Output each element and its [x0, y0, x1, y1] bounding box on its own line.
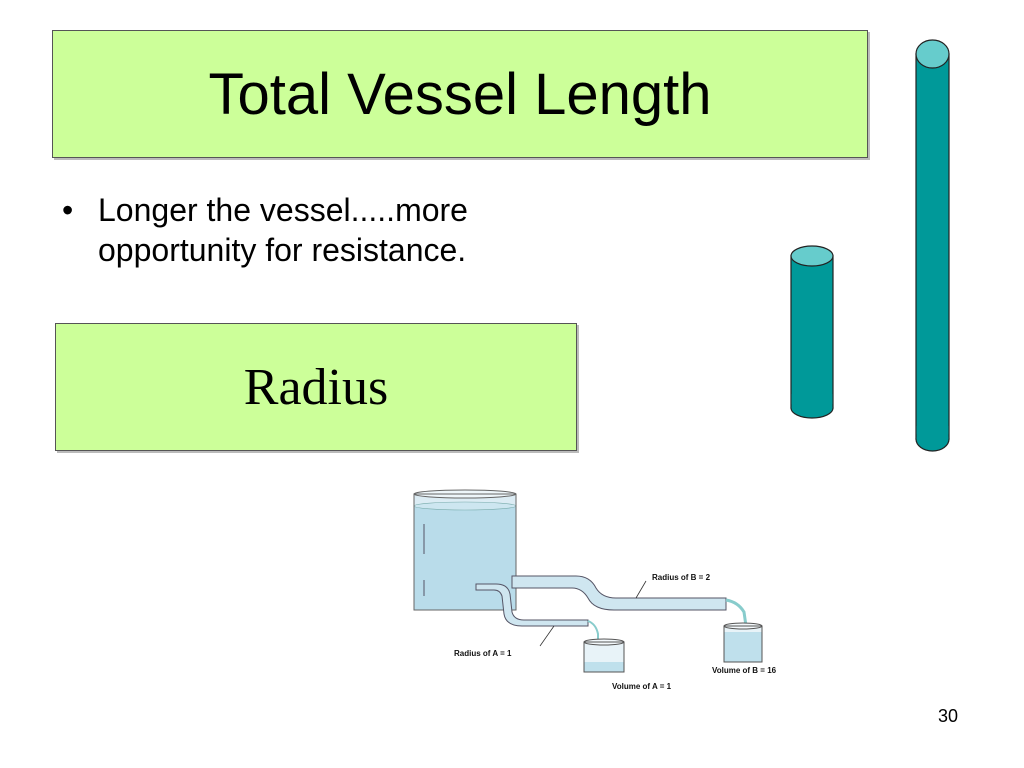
bullet-list: • Longer the vessel.....more opportunity…: [62, 190, 602, 270]
volume-a-label: Volume of A = 1: [612, 682, 672, 691]
radius-a-label: Radius of A = 1: [454, 649, 512, 658]
reservoir-tank-icon: [413, 489, 517, 611]
pipe-b: [511, 575, 727, 611]
flow-diagram: Radius of B = 2 Radius of A = 1 Volume o…: [413, 489, 777, 691]
radius-box: Radius: [55, 323, 577, 451]
cup-b-icon: [723, 622, 763, 663]
page-number: 30: [938, 706, 959, 726]
bullet-icon: •: [62, 192, 74, 228]
slide-title: Total Vessel Length: [208, 61, 712, 127]
volume-b-label: Volume of B = 16: [712, 666, 777, 675]
tall-cylinder-icon: [915, 39, 950, 452]
short-cylinder-icon: [790, 245, 834, 419]
pipe-a: [475, 583, 589, 627]
cup-a-icon: [583, 638, 625, 673]
radius-b-label: Radius of B = 2: [652, 573, 711, 582]
bullet-text: Longer the vessel.....more opportunity f…: [98, 192, 468, 268]
bullet-item: • Longer the vessel.....more opportunity…: [62, 190, 602, 270]
radius-box-label: Radius: [243, 358, 389, 416]
title-box: Total Vessel Length: [52, 30, 868, 158]
